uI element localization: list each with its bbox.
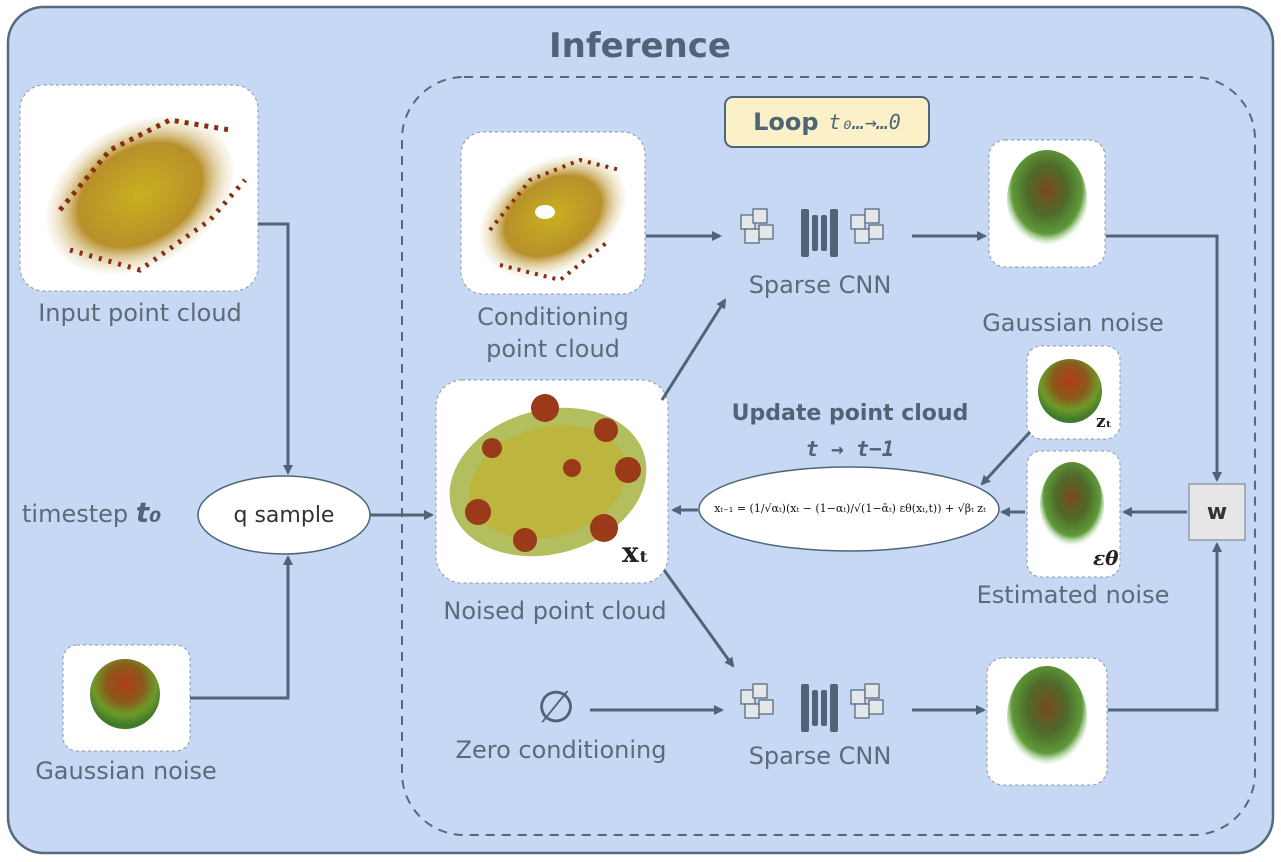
update-step-label: t → t−1 [805, 437, 895, 461]
gaussian-noise-bottom-image [986, 657, 1108, 786]
timestep-label: timestep t₀ [22, 496, 161, 529]
w-label: w [1206, 499, 1228, 525]
arrow-noise-bottom-to-w [1108, 542, 1222, 712]
loop-range: t₀…→…0 [828, 110, 901, 134]
arrow-noised-to-cnn-top [660, 298, 727, 401]
loop-region [401, 76, 1256, 836]
conditioning-label-line1: Conditioning [477, 303, 629, 331]
arrow-noised-to-cnn-bottom [662, 569, 735, 668]
arrow-zt-to-equation [980, 430, 1032, 486]
estimated-noise-image [1026, 450, 1121, 578]
arrow-noise-to-qsample [190, 555, 293, 700]
input-point-cloud-image [19, 84, 259, 292]
noised-point-cloud-image [435, 379, 669, 584]
conditioning-label-line2: point cloud [486, 335, 620, 363]
zero-conditioning-label: Zero conditioning [455, 736, 667, 764]
input-point-cloud-label: Input point cloud [38, 299, 242, 327]
update-equation-node [698, 466, 1000, 552]
eps-theta-symbol: εθ [1093, 546, 1119, 570]
w-box [1188, 483, 1246, 541]
q-sample-label: q sample [233, 502, 335, 528]
diagram-title: Inference [549, 26, 731, 66]
arrow-input-to-qsample [258, 222, 293, 475]
sparse-cnn-bottom-icon [740, 683, 884, 732]
sparse-cnn-top-icon [740, 208, 884, 257]
empty-set-symbol: ∅ [536, 682, 576, 733]
timestep-symbol: t₀ [135, 496, 162, 529]
noised-point-cloud-label: Noised point cloud [443, 597, 667, 625]
timestep-text: timestep [22, 500, 129, 528]
gaussian-noise-left-image [62, 644, 191, 752]
gaussian-noise-top-label: Gaussian noise [982, 309, 1164, 337]
z-t-symbol: zₜ [1096, 412, 1112, 432]
gaussian-noise-left-label: Gaussian noise [35, 757, 217, 785]
sparse-cnn-top-label: Sparse CNN [748, 271, 892, 299]
estimated-noise-label: Estimated noise [976, 581, 1170, 609]
x-t-symbol: xₜ [622, 536, 650, 569]
loop-label: Loop [753, 108, 819, 136]
sparse-cnn-bottom-label: Sparse CNN [748, 742, 892, 770]
update-equation: xₜ₋₁ = (1/√αₜ)(xₜ − (1−αₜ)/√(1−ᾱₜ) εθ(xₜ… [714, 501, 986, 515]
loop-badge: Loop t₀…→…0 [724, 96, 930, 148]
z-t-noise-image [1026, 345, 1121, 440]
arrow-noise-top-to-w [1106, 234, 1222, 482]
conditioning-point-cloud-image [460, 131, 646, 295]
gaussian-noise-top-image [988, 139, 1106, 268]
update-point-cloud-label: Update point cloud [731, 401, 969, 426]
